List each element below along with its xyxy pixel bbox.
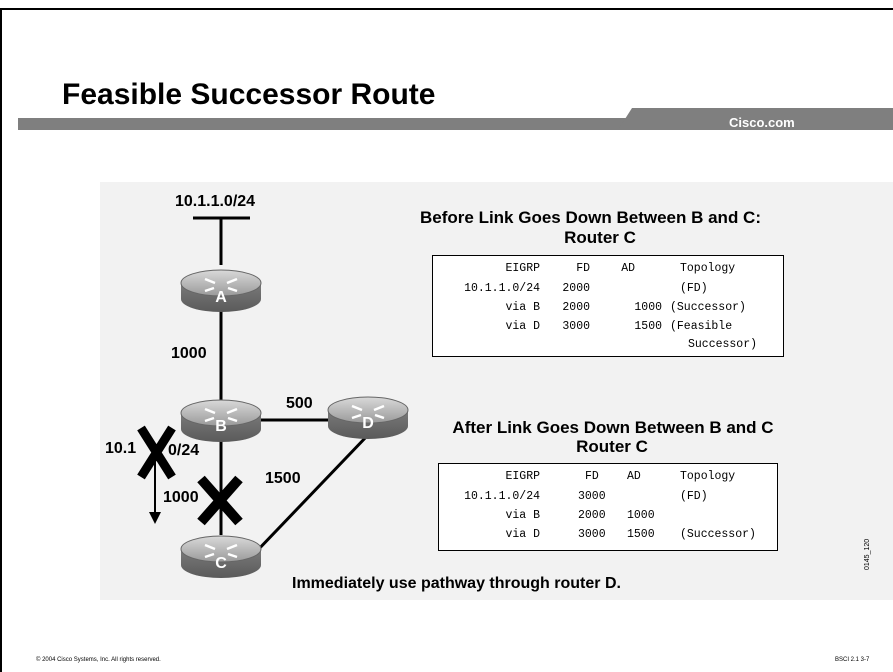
brand-label: Cisco.com — [729, 115, 795, 130]
before-heading: Before Link Goes Down Between B and C: — [420, 208, 761, 227]
after-table — [438, 463, 778, 551]
before-row-1-topology: (FD) — [680, 282, 708, 295]
after-router-heading: Router C — [576, 437, 648, 456]
before-row-1-fd: 2000 — [562, 282, 590, 295]
link-b-c-metric: 1000 — [163, 489, 199, 506]
before-header-topology: Topology — [680, 262, 736, 275]
advert-arrow-head — [149, 512, 161, 524]
network-label: 10.1.1.0/24 — [175, 193, 256, 210]
failed-route-label-tail: 0/24 — [168, 442, 200, 459]
before-row-3-eigrp: via D — [505, 320, 540, 333]
failure-x-mark-link — [197, 475, 243, 526]
before-row-1-eigrp: 10.1.1.0/24 — [464, 282, 540, 295]
figure-code: 0145_120 — [864, 538, 871, 570]
router-d-icon — [327, 396, 409, 439]
slide-frame — [0, 8, 893, 672]
after-row-1-topology: (FD) — [680, 490, 708, 503]
after-header-eigrp: EIGRP — [505, 470, 540, 483]
before-row-3-ad: 1500 — [634, 320, 662, 333]
before-row-2-eigrp: via B — [505, 301, 540, 314]
before-row-4-topology: Successor) — [688, 338, 758, 351]
before-header-eigrp: EIGRP — [505, 262, 540, 275]
failure-x-mark-route — [137, 425, 176, 480]
after-row-2-fd: 2000 — [578, 509, 606, 522]
after-header-fd: FD — [585, 470, 599, 483]
after-row-3-topology: (Successor) — [680, 528, 756, 541]
link-b-d-metric: 500 — [286, 395, 313, 412]
caption: Immediately use pathway through router D… — [292, 575, 621, 592]
before-row-2-topology: (Successor) — [670, 301, 746, 314]
before-row-3-fd: 3000 — [562, 320, 590, 333]
after-row-2-eigrp: via B — [505, 509, 540, 522]
router-b-label: B — [215, 418, 227, 435]
after-row-3-fd: 3000 — [578, 528, 606, 541]
router-c-label: C — [215, 555, 227, 572]
link-a-b-metric: 1000 — [171, 345, 207, 362]
router-d-label: D — [362, 415, 374, 432]
after-header-ad: AD — [627, 470, 641, 483]
before-table — [432, 255, 784, 357]
after-row-3-ad: 1500 — [627, 528, 655, 541]
router-c-icon — [180, 535, 262, 578]
after-row-1-fd: 3000 — [578, 490, 606, 503]
failed-route-label: 10.1 — [105, 440, 137, 457]
before-header-fd: FD — [576, 262, 590, 275]
before-header-ad: AD — [621, 262, 635, 275]
router-b-icon — [180, 399, 262, 442]
after-row-1-eigrp: 10.1.1.0/24 — [464, 490, 540, 503]
title-bar — [18, 108, 893, 130]
link-d-c — [253, 433, 370, 555]
after-row-2-ad: 1000 — [627, 509, 655, 522]
router-a-icon — [180, 269, 262, 312]
router-a-label: A — [215, 289, 227, 306]
before-row-2-fd: 2000 — [562, 301, 590, 314]
slide-title: Feasible Successor Route — [62, 78, 436, 111]
after-heading: After Link Goes Down Between B and C — [452, 418, 774, 437]
course-footer: BSCI 2.1 3-7 — [835, 657, 870, 663]
before-router-heading: Router C — [564, 228, 636, 247]
after-row-3-eigrp: via D — [505, 528, 540, 541]
brand-tab — [618, 108, 893, 130]
link-d-c-metric: 1500 — [265, 470, 301, 487]
before-row-2-ad: 1000 — [634, 301, 662, 314]
after-header-topology: Topology — [680, 470, 736, 483]
before-row-3-topology: (Feasible — [670, 320, 733, 333]
copyright-footer: © 2004 Cisco Systems, Inc. All rights re… — [36, 657, 161, 663]
